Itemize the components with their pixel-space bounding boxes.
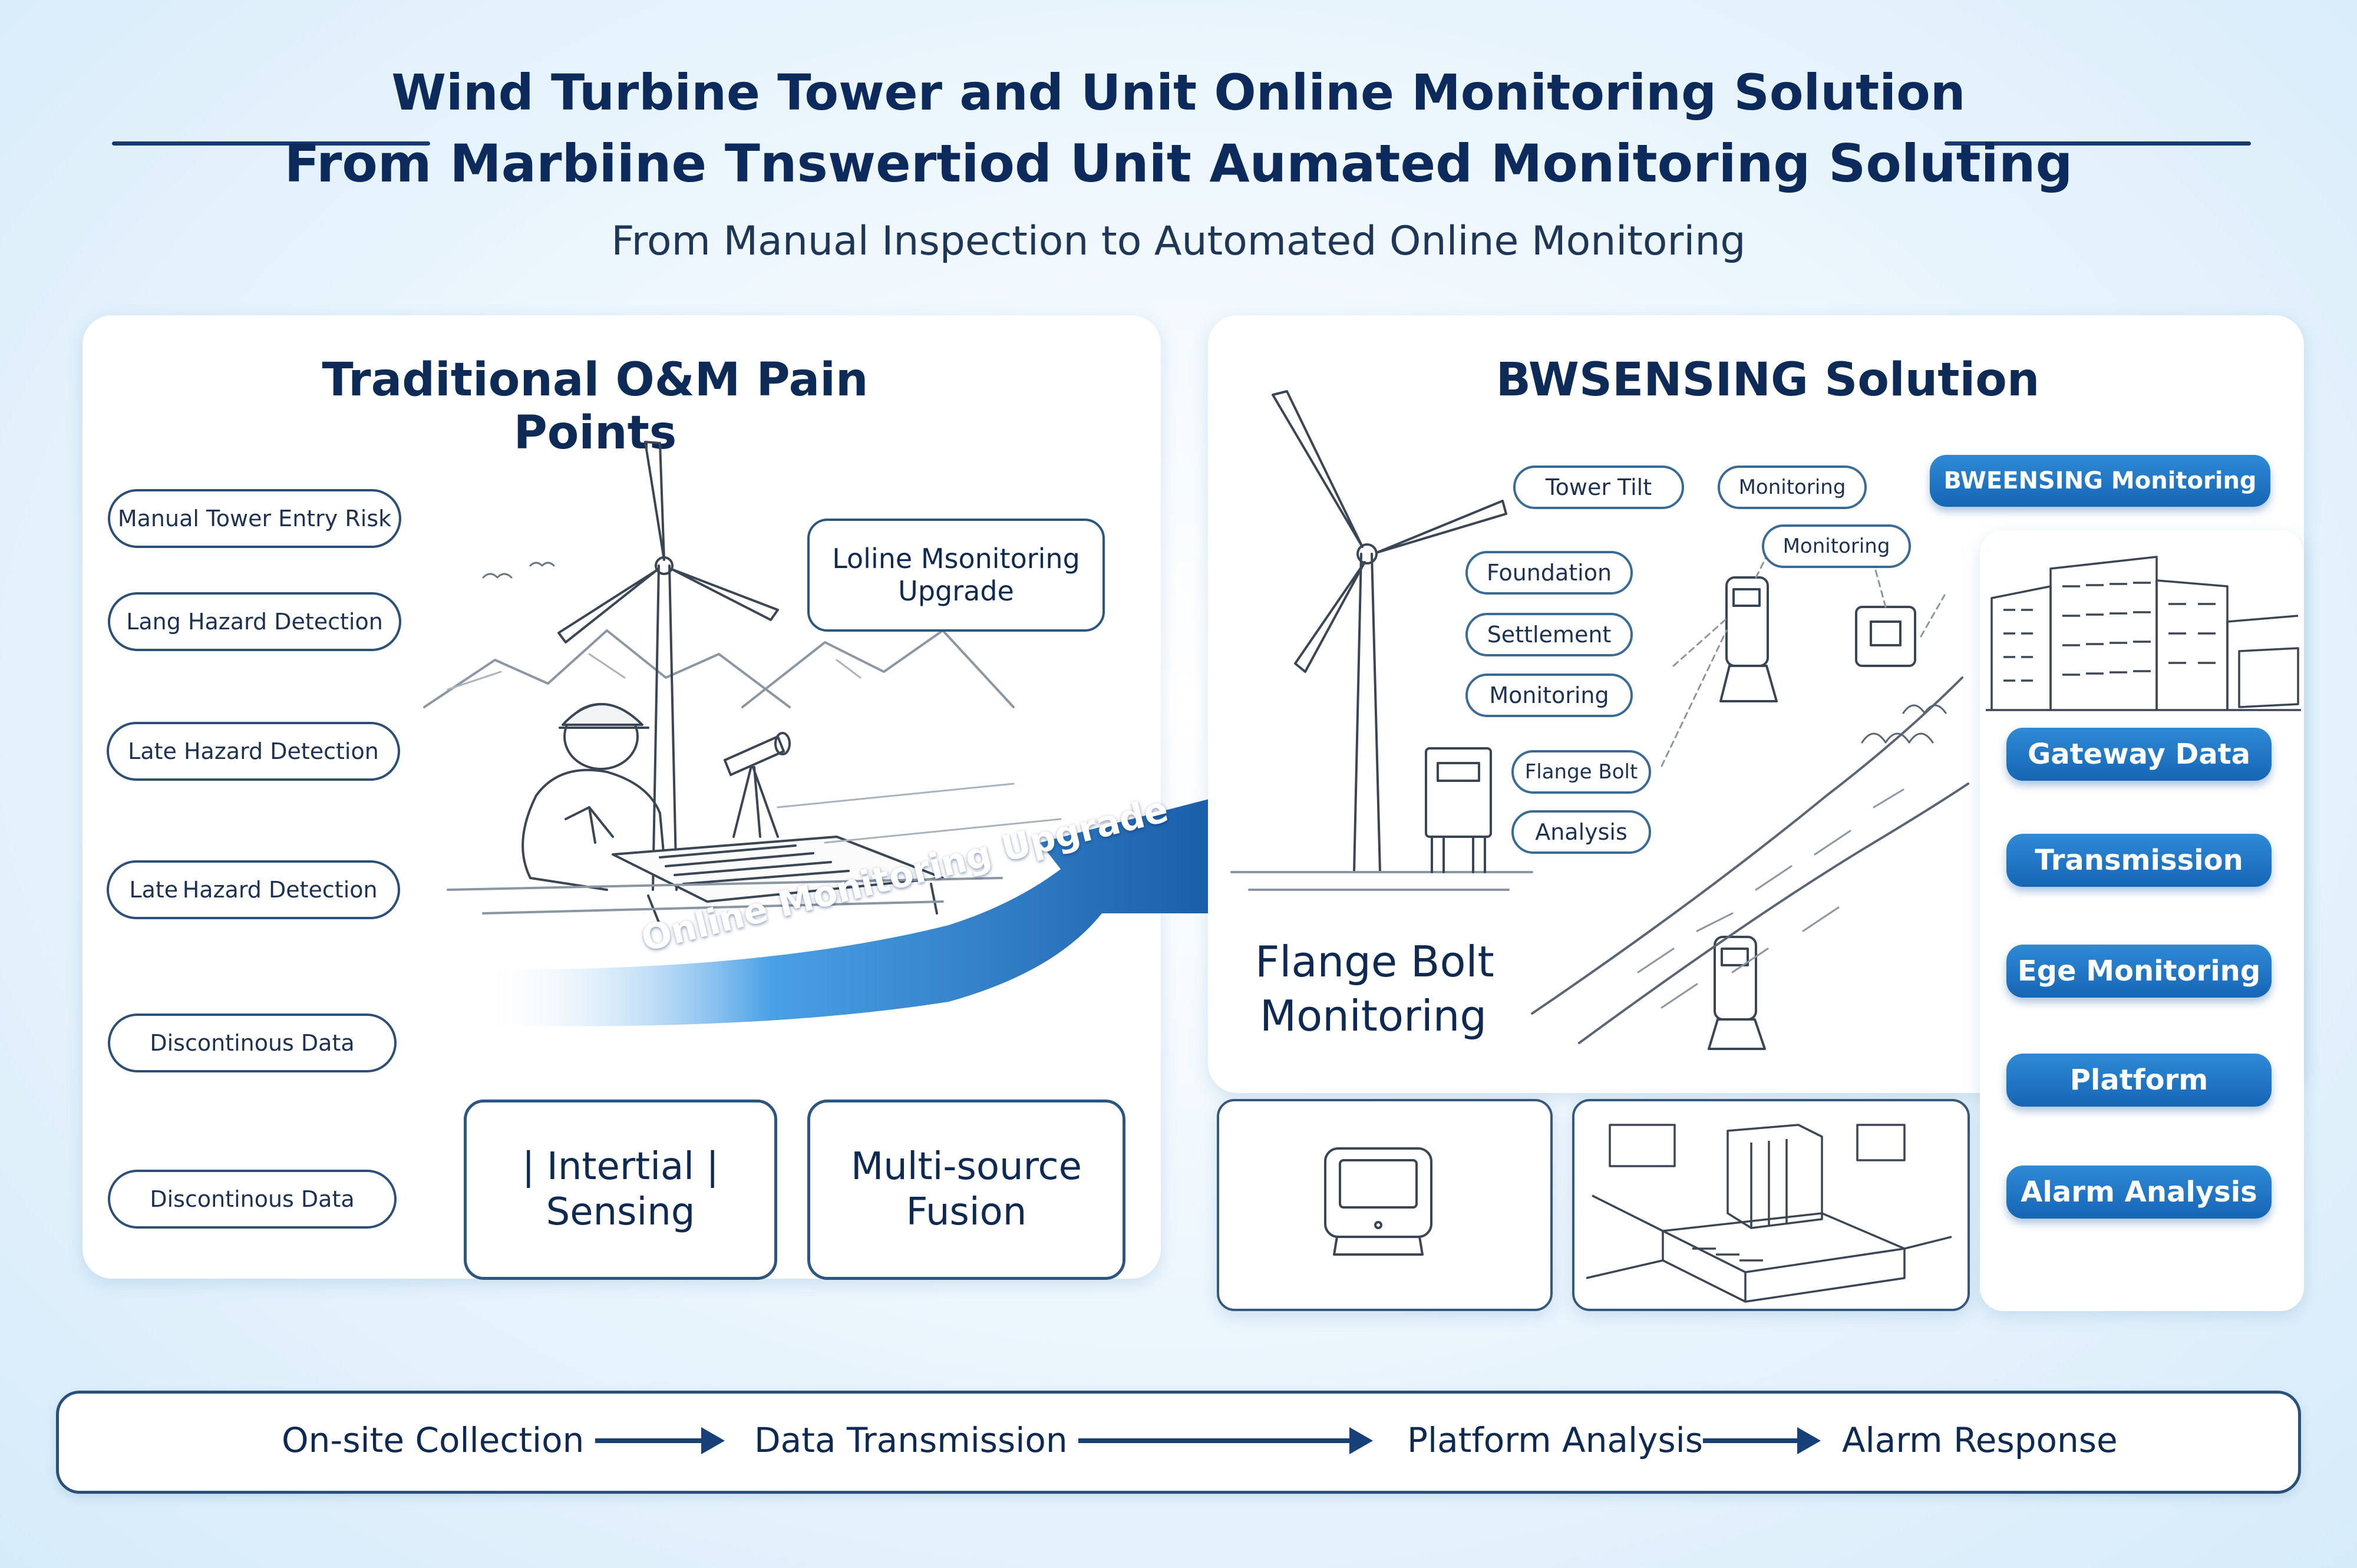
bwsensing-monitoring-button[interactable]: BWEENSING Monitoring — [1930, 455, 2270, 507]
pain-point-item: Lang Hazard Detection — [108, 592, 401, 651]
building-illustration — [1986, 556, 2301, 711]
inertial-sensing-box: | Intertial | Sensing — [464, 1100, 777, 1280]
tag-analysis: Analysis — [1511, 810, 1651, 854]
title-rule-left — [112, 141, 430, 146]
subtitle: From Manual Inspection to Automated Onli… — [611, 218, 1746, 265]
pain-point-item: Late Hazard Detection — [107, 722, 400, 781]
alarm-analysis-button[interactable]: Alarm Analysis — [2006, 1166, 2272, 1219]
tag-monitoring: Monitoring — [1762, 524, 1911, 568]
flow-arrow-icon — [1078, 1427, 1373, 1454]
main-title: Wind Turbine Tower and Unit Online Monit… — [391, 64, 1966, 121]
flow-arrow-icon — [595, 1427, 725, 1454]
flow-step-analysis: Platform Analysis — [1407, 1420, 1704, 1460]
edge-cabinet-icon — [1586, 1124, 1952, 1303]
pain-point-item: Manual Tower Entry Risk — [108, 489, 401, 548]
manual-inspection-illustration — [423, 441, 1062, 926]
flow-step-response: Alarm Response — [1842, 1420, 2118, 1460]
pain-point-item: Late Hazard Detection — [107, 860, 400, 919]
edge-monitoring-button[interactable]: Ege Monitoring — [2006, 945, 2272, 998]
pain-points-title: Traditional O&M Pain Points — [322, 354, 869, 460]
tag-monitoring: Monitoring — [1718, 466, 1867, 509]
transmission-button[interactable]: Transmission — [2006, 834, 2272, 887]
platform-button[interactable]: Platform — [2006, 1054, 2272, 1107]
tag-tower-tilt: Tower Tilt — [1513, 466, 1684, 509]
pain-point-item: Discontinous Data — [108, 1014, 397, 1072]
flange-bolt-label-line2: Monitoring — [1260, 991, 1487, 1041]
flow-arrow-icon — [1703, 1427, 1821, 1454]
flow-step-collection: On-site Collection — [282, 1420, 585, 1460]
gateway-device-icon — [1324, 1147, 1432, 1256]
gateway-data-button[interactable]: Gateway Data — [2006, 728, 2272, 781]
flange-bolt-label: Flange Bolt — [1255, 937, 1494, 986]
flow-step-transmission: Data Transmission — [754, 1420, 1068, 1460]
edge-cabinet-card — [1572, 1099, 1970, 1311]
tag-settlement: Settlement — [1465, 613, 1633, 656]
online-upgrade-box: Loline Msonitoring Upgrade — [807, 519, 1105, 632]
upgrade-arrow — [477, 772, 1314, 1026]
secondary-title: From Marbiine Tnswertiod Unit Aumated Mo… — [284, 133, 2073, 194]
solution-title: BWSENSING Solution — [1496, 354, 2040, 407]
gateway-device-card — [1217, 1099, 1553, 1311]
tag-monitoring: Monitoring — [1465, 674, 1633, 717]
title-rule-right — [1945, 141, 2251, 146]
multi-source-fusion-box: Multi-source Fusion — [807, 1100, 1125, 1280]
pain-point-item: Discontinous Data — [108, 1170, 397, 1229]
tag-flange-bolt: Flange Bolt — [1511, 750, 1651, 794]
tag-foundation: Foundation — [1465, 551, 1633, 595]
